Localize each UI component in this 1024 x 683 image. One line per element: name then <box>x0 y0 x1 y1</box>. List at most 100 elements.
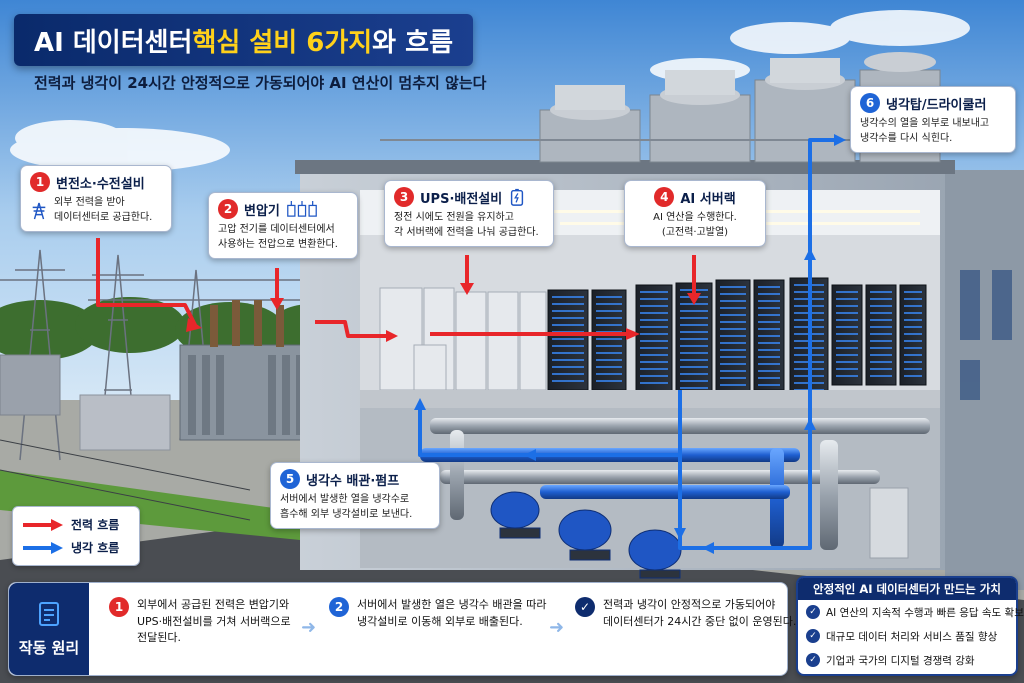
operating-principle-panel: 작동 원리 1 외부에서 공급된 전력은 변압기와 UPS·배전설비를 거쳐 서… <box>8 582 796 676</box>
transformer <box>179 300 321 441</box>
callout-desc-line: 흡수해 외부 냉각설비로 보낸다. <box>280 508 413 520</box>
rack-led <box>552 338 584 340</box>
rack-led <box>904 291 922 293</box>
rack-led <box>596 366 622 368</box>
rack-led <box>870 326 892 328</box>
rack-led <box>904 361 922 363</box>
callout-transformer: 2 변압기 고압 전기를 데이터센터에서 사용하는 전압으로 변환한다. <box>208 192 358 259</box>
rack-led <box>720 307 746 309</box>
rack-led <box>836 312 858 314</box>
legend-power-label: 전력 흐름 <box>71 518 120 532</box>
rack-led <box>720 370 746 372</box>
value-item: ✓ AI 연산의 지속적 수행과 빠른 응답 속도 확보 <box>798 600 1024 624</box>
rack-led <box>640 312 668 314</box>
check-icon: ✓ <box>575 597 595 617</box>
power-flow-arrows <box>96 238 696 338</box>
rack-led <box>596 338 622 340</box>
rack-led <box>836 291 858 293</box>
callout-desc-line: 냉각수의 열을 외부로 내보내고 <box>860 118 990 129</box>
step-arrow-icon: ➜ <box>301 617 317 638</box>
rack-led <box>640 340 668 342</box>
rack-led <box>596 296 622 298</box>
rack-led <box>720 342 746 344</box>
rack-led <box>870 312 892 314</box>
callout-substation: 1 변전소·수전설비 외부 전력을 받아 데이터센터로 공급한다. <box>20 165 172 232</box>
callout-number: 4 <box>654 187 675 207</box>
principle-step: 1 외부에서 공급된 전력은 변압기와 UPS·배전설비를 거쳐 서버랙으로 전… <box>109 597 291 647</box>
rack-led <box>596 380 622 382</box>
rack-led <box>904 368 922 370</box>
principle-label: 작동 원리 <box>18 638 80 657</box>
step-arrow-icon: ➜ <box>549 617 565 638</box>
rack-led <box>870 291 892 293</box>
step-line: 전달된다. <box>137 631 181 644</box>
rack-led <box>552 317 584 319</box>
ups-cabinets <box>379 287 547 391</box>
rack-led <box>870 361 892 363</box>
rack-led <box>836 340 858 342</box>
rack-led <box>640 382 668 384</box>
rack-led <box>720 314 746 316</box>
flow-legend: 전력 흐름 냉각 흐름 <box>12 506 140 566</box>
rack-led <box>680 380 708 382</box>
rack-led <box>680 352 708 354</box>
rack-led <box>904 298 922 300</box>
server-floor <box>360 390 940 408</box>
building-right-wall <box>945 170 1024 590</box>
rack-led <box>680 338 708 340</box>
rack-led <box>870 319 892 321</box>
rack-led <box>640 291 668 293</box>
rack-led <box>836 354 858 356</box>
rack-led <box>552 345 584 347</box>
rack-led <box>904 340 922 342</box>
rack-led <box>904 375 922 377</box>
principle-step: 2 서버에서 발생한 열은 냉각수 배관을 따라 냉각설비로 이동해 외부로 배… <box>329 597 547 630</box>
rack-led <box>870 347 892 349</box>
blue-arrow-icon <box>23 541 63 554</box>
callout-title: 변압기 <box>244 203 280 219</box>
cooling-arrowheads <box>414 134 846 554</box>
rack-led <box>758 335 780 337</box>
rack-led <box>680 387 708 389</box>
rack-led <box>836 319 858 321</box>
rack-led <box>640 319 668 321</box>
rack-led <box>640 298 668 300</box>
callout-title: 변전소·수전설비 <box>56 176 145 192</box>
power-arrowheads <box>186 283 701 342</box>
rack-led <box>596 373 622 375</box>
rack-led <box>680 345 708 347</box>
callout-desc-line: 사용하는 전압으로 변환한다. <box>218 238 338 250</box>
rack-led <box>680 317 708 319</box>
callout-number: 3 <box>394 187 414 207</box>
red-arrow-icon <box>23 518 63 531</box>
check-icon: ✓ <box>806 653 820 667</box>
callout-title: AI 서버랙 <box>680 191 736 207</box>
rack-led <box>870 340 892 342</box>
rack-led <box>836 368 858 370</box>
value-item: ✓ 기업과 국가의 디지털 경쟁력 강화 <box>798 648 1016 672</box>
rack-led <box>870 368 892 370</box>
rack-led <box>552 380 584 382</box>
rack-led <box>640 333 668 335</box>
title-part-1: AI 데이터센터 <box>34 27 193 58</box>
step-line: 데이터센터가 24시간 중단 없이 운영된다. <box>603 614 797 628</box>
rack-led <box>552 324 584 326</box>
callout-desc-line: 냉각수를 다시 식힌다. <box>860 132 953 144</box>
rack-led <box>904 326 922 328</box>
roof-edge <box>295 160 955 174</box>
rack-led <box>720 321 746 323</box>
rack-led <box>836 333 858 335</box>
rack-led <box>640 347 668 349</box>
step-line: 외부에서 공급된 전력은 변압기와 <box>137 598 290 611</box>
value-item-text: 기업과 국가의 디지털 경쟁력 강화 <box>826 654 975 667</box>
rack-led <box>720 384 746 386</box>
rack-led <box>640 368 668 370</box>
rack-led <box>870 354 892 356</box>
value-item-text: 대규모 데이터 처리와 서비스 품질 향상 <box>826 630 998 643</box>
rack-led <box>758 370 780 372</box>
rack-led <box>758 342 780 344</box>
fence <box>0 439 251 521</box>
rack-led <box>904 305 922 307</box>
rack-led <box>680 310 708 312</box>
rack-led <box>680 366 708 368</box>
